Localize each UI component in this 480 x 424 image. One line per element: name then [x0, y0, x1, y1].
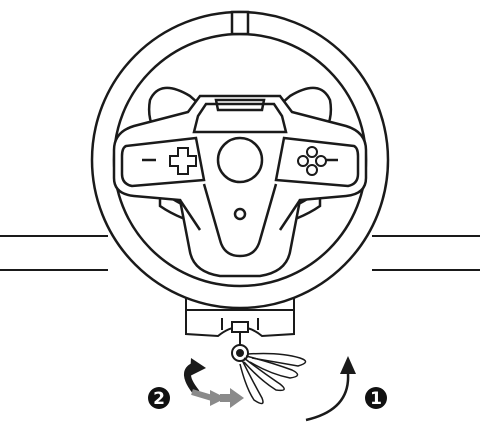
- step-number-2: 2: [153, 389, 165, 409]
- curved-up-arrow-icon: [305, 356, 356, 422]
- face-buttons-icon: [297, 146, 327, 176]
- step-number-1: 1: [370, 389, 382, 409]
- dpad-icon: [169, 147, 197, 175]
- rotate-push-arrows-icon: [184, 358, 244, 408]
- steering-wheel-icon: [90, 10, 390, 310]
- cable-strap-icon: [239, 352, 307, 405]
- step-badge-2: 2: [148, 387, 170, 409]
- desk-edge: [0, 235, 480, 271]
- step-badge-1: 1: [365, 387, 387, 409]
